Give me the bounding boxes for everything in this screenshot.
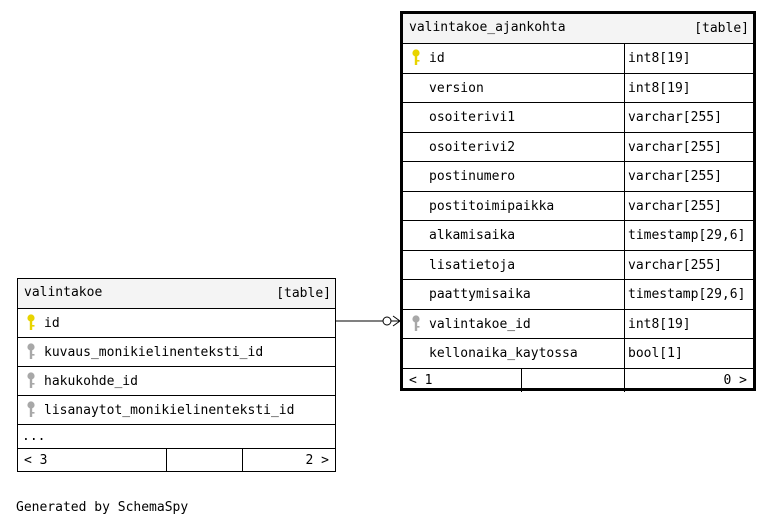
- column-divider: [624, 103, 625, 132]
- children-count: 0 >: [723, 372, 747, 388]
- table-name: valintakoe: [24, 285, 103, 300]
- column-divider: [624, 73, 625, 102]
- column-divider: [624, 162, 625, 191]
- table-header: valintakoe_ajankohta [table]: [403, 14, 753, 44]
- column-name: valintakoe_id: [429, 316, 531, 332]
- column-name: id: [429, 51, 445, 66]
- column-name: postinumero: [429, 169, 516, 184]
- column-divider: [624, 280, 625, 309]
- table-row: osoiterivi2 varchar[255]: [403, 132, 753, 162]
- generator-caption: Generated by SchemaSpy: [16, 500, 189, 515]
- column-name: lisatietoja: [429, 257, 516, 273]
- column-name: osoiterivi2: [429, 139, 516, 155]
- column-type: varchar[255]: [628, 110, 722, 125]
- column-name: kellonaika_kaytossa: [429, 346, 578, 361]
- table-header: valintakoe [table]: [18, 279, 335, 309]
- column-divider: [624, 191, 625, 220]
- column-name: hakukohde_id: [44, 374, 138, 389]
- column-divider: [624, 132, 625, 161]
- footer-cell-parents[interactable]: < 3: [18, 449, 167, 471]
- parents-count: < 3: [24, 453, 48, 468]
- column-type: varchar[255]: [628, 198, 722, 214]
- parents-count: < 1: [409, 372, 433, 388]
- column-name: version: [429, 80, 484, 96]
- table-row: postitoimipaikka varchar[255]: [403, 191, 753, 221]
- children-count: 2 >: [305, 453, 329, 468]
- zero-cardinality-circle: [382, 316, 392, 326]
- more-columns-text: ...: [22, 429, 46, 444]
- footer-cell-middle: [167, 449, 243, 471]
- table-row: lisatietoja varchar[255]: [403, 250, 753, 280]
- column-type: timestamp[29,6]: [628, 228, 746, 243]
- column-type: bool[1]: [628, 346, 683, 361]
- column-name: lisanaytot_monikielinenteksti_id: [44, 403, 295, 418]
- table-row: osoiterivi1 varchar[255]: [403, 103, 753, 133]
- column-type: varchar[255]: [628, 139, 722, 155]
- column-type: timestamp[29,6]: [628, 287, 746, 302]
- table-row: lisanaytot_monikielinenteksti_id: [18, 396, 335, 425]
- table-row: postinumero varchar[255]: [403, 162, 753, 192]
- table-footer: < 3 2 >: [18, 449, 335, 471]
- column-divider: [624, 44, 625, 73]
- column-type: int8[19]: [628, 80, 691, 96]
- column-name: kuvaus_monikielinenteksti_id: [44, 345, 264, 360]
- more-columns-indicator: ...: [18, 425, 335, 449]
- table-row: paattymisaika timestamp[29,6]: [403, 280, 753, 310]
- foreign-key-icon: [27, 401, 35, 417]
- table-kind-label: [table]: [694, 21, 749, 36]
- footer-cell-children[interactable]: 2 >: [243, 449, 335, 471]
- table-valintakoe[interactable]: valintakoe [table] id kuvaus_monikieline…: [17, 278, 336, 472]
- column-type: varchar[255]: [628, 257, 722, 273]
- table-row: hakukohde_id: [18, 367, 335, 396]
- table-row: alkamisaika timestamp[29,6]: [403, 221, 753, 251]
- column-type: varchar[255]: [628, 169, 722, 184]
- column-name: alkamisaika: [429, 228, 516, 243]
- table-row: version int8[19]: [403, 73, 753, 103]
- primary-key-icon: [412, 49, 420, 65]
- foreign-key-icon: [412, 314, 420, 331]
- crowfoot-lower: [392, 320, 401, 327]
- column-divider: [624, 309, 625, 338]
- table-valintakoe-ajankohta[interactable]: valintakoe_ajankohta [table] id int8[19]…: [400, 11, 756, 392]
- column-name: postitoimipaikka: [429, 198, 555, 214]
- column-type: int8[19]: [628, 316, 691, 332]
- column-type: int8[19]: [628, 51, 691, 66]
- footer-cell-middle: [522, 368, 625, 392]
- table-row: valintakoe_id int8[19]: [403, 309, 753, 339]
- column-divider: [624, 221, 625, 250]
- column-name: paattymisaika: [429, 287, 531, 302]
- column-divider: [624, 339, 625, 368]
- footer-cell-parents[interactable]: < 1: [403, 368, 522, 392]
- foreign-key-icon: [27, 372, 35, 388]
- foreign-key-icon: [27, 343, 35, 359]
- table-row: kellonaika_kaytossa bool[1]: [403, 339, 753, 369]
- table-name: valintakoe_ajankohta: [409, 20, 566, 35]
- footer-cell-children[interactable]: 0 >: [625, 369, 753, 392]
- column-name: osoiterivi1: [429, 110, 516, 125]
- table-row: kuvaus_monikielinenteksti_id: [18, 338, 335, 367]
- table-row: id: [18, 309, 335, 338]
- table-footer: < 1 0 >: [403, 368, 753, 392]
- table-row: id int8[19]: [403, 44, 753, 74]
- column-divider: [624, 250, 625, 279]
- table-kind-label: [table]: [276, 286, 331, 301]
- crowfoot-upper: [392, 315, 401, 322]
- primary-key-icon: [27, 314, 35, 330]
- column-name: id: [44, 316, 60, 331]
